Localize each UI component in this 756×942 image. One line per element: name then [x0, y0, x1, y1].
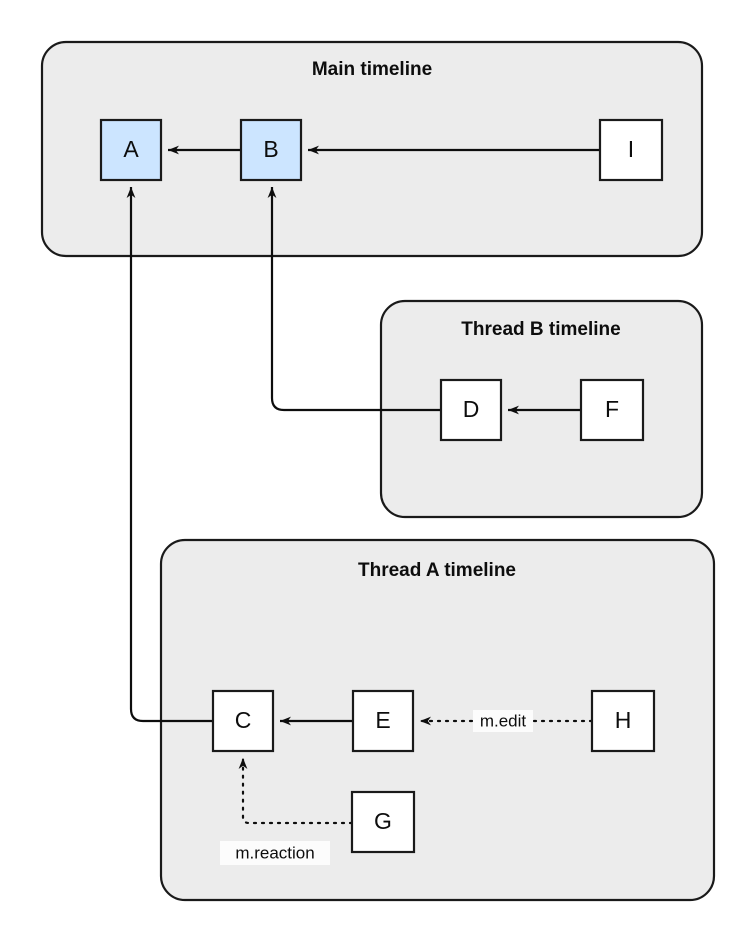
event-nodes: A B I D F C E H G: [99, 118, 664, 854]
edge-labels: m.edit m.reaction: [220, 710, 533, 865]
edge-label-backdrop-G-to-C: [220, 841, 330, 865]
edge-label-backdrop-H-to-E: [473, 710, 533, 732]
event-node-I: I: [598, 118, 664, 182]
node-box-F: [579, 378, 645, 442]
edge-C-to-A: [126, 187, 213, 723]
group-title-thread-a-timeline: Thread A timeline: [358, 560, 516, 581]
node-label-F: F: [605, 396, 619, 422]
edge-label-text-G-to-C: m.reaction: [235, 843, 314, 862]
node-label-E: E: [375, 707, 390, 733]
event-node-D: D: [439, 378, 503, 442]
event-node-E: E: [351, 689, 415, 753]
node-box-B: [239, 118, 303, 182]
node-box-G: [350, 790, 416, 854]
node-label-C: C: [235, 707, 252, 733]
group-title-thread-b-timeline: Thread B timeline: [461, 319, 620, 340]
edge-label-H-to-E: m.edit: [473, 710, 533, 732]
event-node-H: H: [590, 689, 656, 753]
node-label-A: A: [123, 136, 139, 162]
event-node-F: F: [579, 378, 645, 442]
edge-D-to-B: [267, 187, 441, 412]
edge-label-G-to-C: m.reaction: [220, 841, 330, 865]
edge-G-to-C: [238, 756, 354, 825]
node-box-E: [351, 689, 415, 753]
event-node-C: C: [211, 689, 275, 753]
edge-label-text-H-to-E: m.edit: [480, 711, 527, 730]
node-label-B: B: [263, 136, 278, 162]
node-box-I: [598, 118, 664, 182]
event-node-G: G: [350, 790, 416, 854]
node-label-H: H: [615, 707, 632, 733]
relation-edges: [126, 145, 600, 825]
node-box-A: [99, 118, 163, 182]
event-node-B: B: [239, 118, 303, 182]
node-box-D: [439, 378, 503, 442]
node-label-I: I: [628, 136, 634, 162]
node-label-G: G: [374, 808, 392, 834]
group-title-main-timeline: Main timeline: [312, 59, 432, 80]
node-box-H: [590, 689, 656, 753]
event-node-A: A: [99, 118, 163, 182]
node-box-C: [211, 689, 275, 753]
node-label-D: D: [463, 396, 480, 422]
